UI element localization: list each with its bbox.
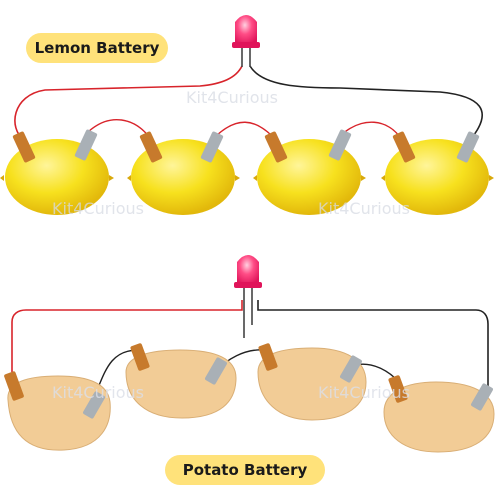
- zinc-clip: [205, 357, 227, 385]
- potato-electrodes: [4, 343, 493, 419]
- zinc-clip: [83, 391, 105, 419]
- watermark-text: Kit4Curious: [318, 383, 410, 402]
- potato-black-wire-to-led: [257, 300, 489, 390]
- watermarks-top: Kit4Curious Kit4Curious Kit4Curious: [52, 88, 410, 218]
- lemon-red-wire-to-led: [14, 65, 243, 141]
- potato-red-wire-to-led: [11, 300, 243, 372]
- led-bottom: [234, 255, 262, 338]
- potato-battery-title-text: Potato Battery: [182, 461, 308, 479]
- zinc-clip: [200, 131, 224, 163]
- zinc-clip: [456, 131, 480, 163]
- lemon-battery-title-text: Lemon Battery: [34, 39, 160, 57]
- watermarks-bottom: Kit4Curious Kit4Curious: [52, 383, 410, 402]
- potato-cell-3: [257, 347, 367, 421]
- lemon-black-wire-to-led: [249, 65, 483, 141]
- zinc-clip: [74, 129, 98, 161]
- copper-clip: [392, 131, 416, 163]
- copper-clip: [258, 343, 278, 371]
- potato-cell-1: [7, 375, 111, 451]
- potato-battery-title: Potato Battery: [165, 455, 325, 485]
- copper-clip: [388, 375, 408, 403]
- copper-clip: [4, 371, 24, 401]
- led-top: [232, 15, 260, 67]
- lemon-wires: [14, 65, 483, 141]
- copper-clip: [130, 343, 150, 371]
- copper-clip: [264, 131, 288, 163]
- copper-clip: [139, 131, 163, 163]
- lemon-electrodes: [12, 129, 480, 163]
- zinc-clip: [328, 129, 352, 161]
- zinc-clip: [340, 355, 362, 383]
- lemon-link-wire-1: [87, 118, 151, 139]
- watermark-text: Kit4Curious: [52, 383, 144, 402]
- lemon-battery-title: Lemon Battery: [26, 33, 168, 63]
- zinc-clip: [471, 383, 493, 411]
- potato-cell-2: [125, 349, 237, 419]
- potato-cell-4: [383, 381, 495, 453]
- watermark-text: Kit4Curious: [318, 199, 410, 218]
- watermark-text: Kit4Curious: [186, 88, 278, 107]
- copper-clip: [12, 131, 36, 163]
- watermark-text: Kit4Curious: [52, 199, 144, 218]
- lemon-link-wire-2: [213, 121, 275, 139]
